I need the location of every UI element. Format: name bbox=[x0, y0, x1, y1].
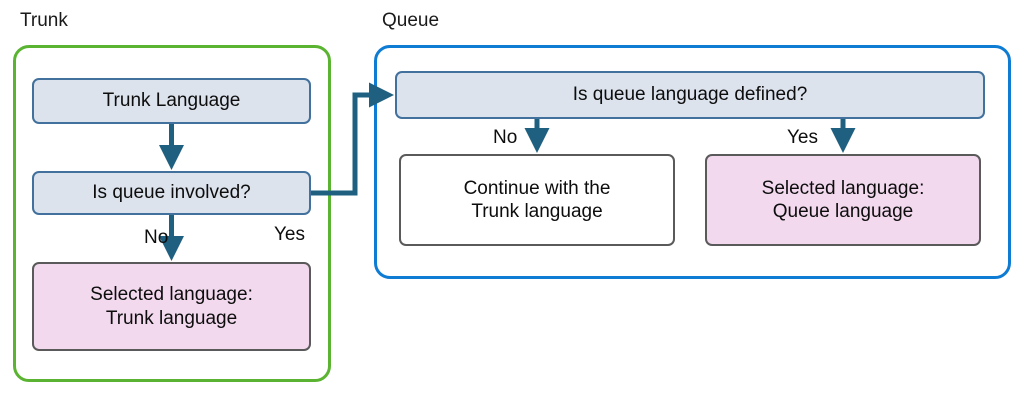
node-trunk-selected-language-line1: Selected language: bbox=[90, 284, 253, 306]
edge-label-queue-yes: Yes bbox=[787, 127, 818, 148]
node-queue-selected-language[interactable]: Selected language: Queue language bbox=[705, 154, 981, 246]
node-is-queue-language-defined[interactable]: Is queue language defined? bbox=[395, 71, 985, 119]
node-trunk-selected-language[interactable]: Selected language: Trunk language bbox=[32, 262, 311, 351]
edge-label-trunk-no: No bbox=[144, 227, 169, 248]
node-trunk-selected-language-line2: Trunk language bbox=[105, 307, 238, 329]
node-trunk-language[interactable]: Trunk Language bbox=[32, 78, 311, 124]
trunk-group-label: Trunk bbox=[20, 10, 68, 31]
node-is-queue-involved[interactable]: Is queue involved? bbox=[32, 171, 311, 215]
node-queue-selected-language-line2: Queue language bbox=[772, 201, 914, 222]
trunk-group-container bbox=[13, 45, 331, 382]
node-continue-with-trunk-language-line1: Continue with the bbox=[463, 177, 611, 199]
edge-label-trunk-yes: Yes bbox=[274, 224, 305, 245]
node-trunk-language-label: Trunk Language bbox=[102, 90, 241, 112]
node-continue-with-trunk-language[interactable]: Continue with the Trunk language bbox=[399, 154, 675, 246]
edge-label-queue-no: No bbox=[493, 127, 518, 148]
node-is-queue-language-defined-label: Is queue language defined? bbox=[572, 84, 808, 106]
node-is-queue-involved-label: Is queue involved? bbox=[92, 182, 251, 204]
queue-group-label: Queue bbox=[382, 10, 440, 31]
node-queue-selected-language-line1: Selected language: bbox=[761, 177, 925, 199]
node-continue-with-trunk-language-line2: Trunk language bbox=[471, 201, 603, 222]
